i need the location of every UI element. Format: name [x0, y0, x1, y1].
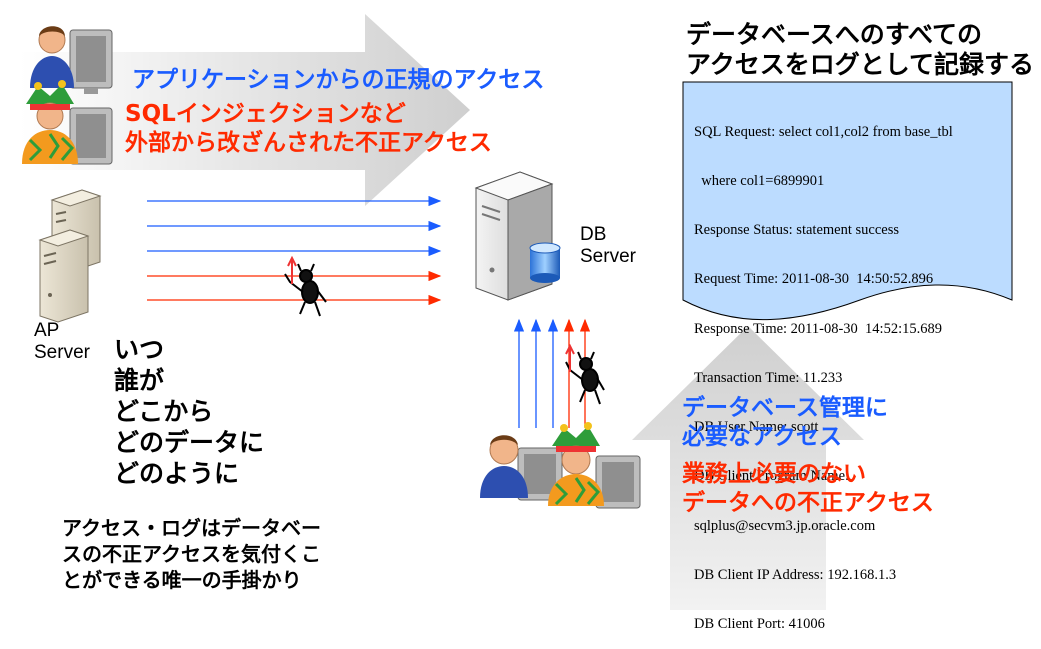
question-item: 誰が	[114, 366, 165, 395]
conclusion-line: アクセス・ログはデータベー	[62, 516, 321, 540]
jester-user-icon-top	[22, 80, 113, 165]
admin-access-line: 必要なアクセス	[682, 424, 842, 450]
log-record: SQL Request: select col1,col2 from base_…	[694, 91, 953, 649]
db-server-label: DB Server	[580, 224, 636, 268]
db-server-icon	[474, 171, 561, 301]
question-item: どこから	[114, 397, 214, 426]
devil-icon-vertical	[565, 343, 605, 405]
legit-app-access-label: アプリケーションからの正規のアクセス	[132, 67, 545, 93]
questions-list: いつ 誰が どこから どのデータに どのように	[114, 334, 264, 489]
top-right-title-line: アクセスをログとして記録する	[686, 50, 1035, 79]
db-server-label-line: Server	[580, 246, 636, 267]
question-item: どのデータに	[114, 428, 265, 457]
illegal-access-line: 外部から改ざんされた不正アクセス	[125, 130, 492, 156]
log-line: sqlplus@secvm3.jp.oracle.com	[694, 517, 876, 534]
log-line: Request Time: 2011-08-30 14:50:52.896	[694, 271, 934, 288]
ap-server-label-line: Server	[34, 342, 90, 363]
log-line: DB User Name: scott	[694, 419, 819, 436]
legit-user-icon-bottom	[480, 435, 563, 501]
legit-user-icon-top	[30, 26, 113, 94]
log-line: DB Client Port: 41006	[694, 616, 825, 632]
big-right-arrow	[20, 14, 470, 206]
question-item: どのように	[114, 459, 240, 488]
log-line: Response Time: 2011-08-30 14:52:15.689	[694, 320, 942, 337]
top-right-title-line: データベースへのすべての	[686, 20, 983, 49]
big-up-arrow	[632, 326, 864, 610]
admin-access-label: データベース管理に 必要なアクセス	[682, 394, 888, 452]
jester-user-icon-bottom	[548, 422, 641, 509]
log-line: DB Client Program Name:	[694, 468, 850, 485]
log-line: DB Client IP Address: 192.168.1.3	[694, 566, 897, 583]
top-right-title: データベースへのすべての アクセスをログとして記録する	[686, 20, 1034, 80]
log-line: SQL Request: select col1,col2 from base_…	[694, 123, 953, 140]
conclusion-line: とができる唯一の手掛かり	[62, 568, 302, 592]
illegal-access-label: SQLインジェクションなど 外部から改ざんされた不正アクセス	[125, 100, 492, 158]
ap-server-label-line: AP	[34, 320, 60, 341]
ap-server-label: AP Server	[34, 320, 90, 364]
ap-server-icon	[38, 189, 102, 323]
question-item: いつ	[114, 335, 165, 364]
horizontal-access-arrows	[147, 195, 442, 306]
log-line: Response Status: statement success	[694, 222, 899, 239]
unneeded-access-line: データへの不正アクセス	[682, 490, 934, 516]
db-server-label-line: DB	[580, 224, 607, 245]
diagram-graphics	[20, 14, 1013, 610]
conclusion-text: アクセス・ログはデータベー スの不正アクセスを気付くこ とができる唯一の手掛かり	[62, 515, 321, 593]
unneeded-access-line: 業務上必要のない	[682, 461, 866, 487]
admin-access-line: データベース管理に	[682, 395, 888, 421]
unneeded-access-label: 業務上必要のない データへの不正アクセス	[682, 460, 934, 518]
conclusion-line: スの不正アクセスを気付くこ	[62, 542, 321, 566]
illegal-access-line: SQLインジェクションなど	[125, 101, 406, 127]
log-line: where col1=6899901	[694, 173, 825, 190]
log-line: Transaction Time: 11.233	[694, 369, 843, 386]
log-document-box	[682, 81, 1013, 321]
devil-icon-horizontal	[284, 255, 327, 317]
